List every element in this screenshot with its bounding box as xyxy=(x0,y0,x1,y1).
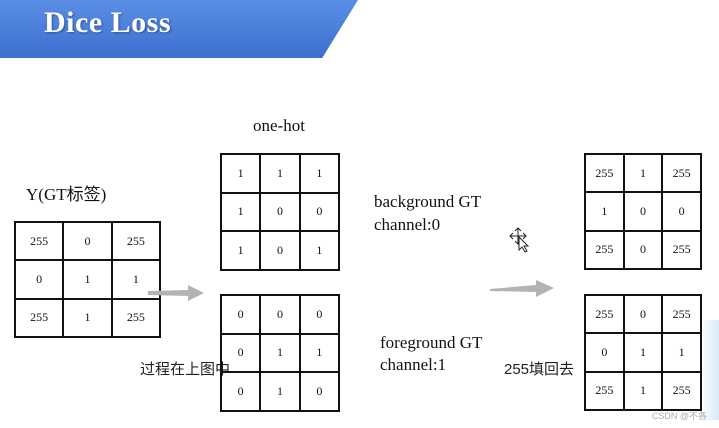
watermark: CSDN @不各 xyxy=(651,411,707,421)
grid-cell: 255 xyxy=(662,230,701,269)
foreground-gt-label: foreground GT xyxy=(380,333,483,352)
move-cursor-icon xyxy=(509,227,530,253)
grid-cell: 1 xyxy=(63,260,112,299)
grid-cell: 0 xyxy=(299,295,339,334)
grid-cell: 1 xyxy=(299,231,339,270)
grid-cell: 1 xyxy=(221,154,261,193)
grid-cell: 0 xyxy=(15,260,64,299)
grid-cell: 255 xyxy=(15,222,64,261)
grid-cell: 1 xyxy=(299,154,339,193)
grid-cell: 255 xyxy=(585,371,624,410)
grid-cell: 1 xyxy=(623,154,663,193)
gt-label-grid: 255 0 255 0 1 1 255 1 255 xyxy=(14,221,161,338)
one-hot-label: one-hot xyxy=(253,116,305,135)
grid-cell: 0 xyxy=(623,295,663,334)
background-channel-label: channel:0 xyxy=(374,215,441,234)
edge-highlight xyxy=(701,320,719,420)
caption-process-above: 过程在上图中 xyxy=(140,361,231,378)
grid-cell: 0 xyxy=(623,230,663,269)
grid-cell: 0 xyxy=(260,192,300,232)
grid-cell: 0 xyxy=(299,372,339,411)
title-banner xyxy=(0,0,358,58)
slide-title: Dice Loss xyxy=(44,6,171,39)
grid-cell: 1 xyxy=(662,333,701,372)
grid-cell: 255 xyxy=(585,154,624,193)
grid-cell: 255 xyxy=(662,371,701,410)
grid-cell: 1 xyxy=(221,192,261,232)
foreground-channel-label: channel:1 xyxy=(380,355,447,374)
grid-cell: 1 xyxy=(623,333,663,372)
grid-cell: 1 xyxy=(299,333,339,373)
grid-cell: 1 xyxy=(63,298,112,337)
caption-fill-255: 255填回去 xyxy=(504,361,575,378)
grid-cell: 0 xyxy=(623,192,663,231)
grid-cell: 1 xyxy=(260,154,300,193)
foreground-onehot-grid: 0 0 0 0 1 1 0 1 0 xyxy=(220,294,340,412)
grid-cell: 255 xyxy=(111,298,160,337)
grid-cell: 255 xyxy=(15,298,64,337)
arrow-to-onehot-icon xyxy=(148,285,204,301)
grid-cell: 0 xyxy=(585,333,624,372)
grid-cell: 0 xyxy=(63,222,112,261)
y-gt-label: Y(GT标签) xyxy=(26,185,107,204)
grid-cell: 0 xyxy=(662,192,701,231)
grid-cell: 255 xyxy=(111,222,160,261)
grid-cell: 0 xyxy=(221,333,261,373)
grid-cell: 0 xyxy=(221,372,261,411)
background-onehot-grid: 1 1 1 1 0 0 1 0 1 xyxy=(220,153,340,271)
grid-cell: 1 xyxy=(623,371,663,410)
grid-cell: 255 xyxy=(585,230,624,269)
grid-cell: 1 xyxy=(111,260,160,299)
grid-cell: 1 xyxy=(260,372,300,411)
background-filled-grid: 255 1 255 1 0 0 255 0 255 xyxy=(584,153,702,270)
grid-cell: 255 xyxy=(585,295,624,334)
grid-cell: 0 xyxy=(260,231,300,270)
grid-cell: 1 xyxy=(585,192,624,231)
background-gt-label: background GT xyxy=(374,192,482,211)
grid-cell: 1 xyxy=(260,333,300,373)
grid-cell: 255 xyxy=(662,295,701,334)
grid-cell: 1 xyxy=(221,231,261,270)
grid-cell: 255 xyxy=(662,154,701,193)
arrow-to-filled-icon xyxy=(490,280,554,297)
foreground-filled-grid: 255 0 255 0 1 1 255 1 255 xyxy=(584,294,702,411)
grid-cell: 0 xyxy=(299,192,339,232)
grid-cell: 0 xyxy=(260,295,300,334)
grid-cell: 0 xyxy=(221,295,261,334)
